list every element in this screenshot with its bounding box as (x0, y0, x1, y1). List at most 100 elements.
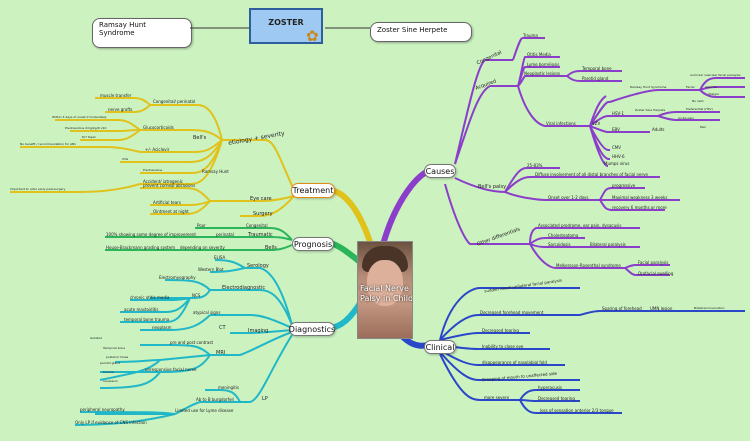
causes-facial: Facial (686, 85, 695, 89)
clinical-decreased-tearing-2: Decreased tearing (538, 396, 575, 401)
diagnostics-meningitis: meningitis (218, 385, 239, 390)
clinical-more-severe: more severe (484, 395, 510, 400)
causes-acute-pain: Acute pain (678, 116, 695, 120)
treatment-ramsay-hunt: Ramsay Hunt (202, 169, 229, 174)
causes-recovery: recovery 6 months or more (612, 205, 667, 210)
causes-hhv: HHV-6 (612, 154, 625, 159)
causes-no-rash: No rash (692, 99, 704, 103)
causes-auricular: auricular vesicles/ facial paralysis (690, 73, 741, 77)
treatment-bells: Bell's (193, 135, 207, 141)
diagnostics-atypical: atypical signs (193, 310, 221, 315)
prognosis-perinatal: perinatal (216, 232, 234, 237)
treatment-prednisolone-dose: Prednisolone 2mg/kg/D x10 (65, 126, 107, 130)
causes-bilateral-paralysis: Bilateral paralysis (590, 242, 626, 247)
prognosis-poor: Poor (197, 223, 206, 228)
causes-progressive: progressive (612, 183, 636, 188)
prognosis-congenital: Congenital (246, 223, 268, 228)
treatment-within3days: Within 3 days of onset if moderately (52, 115, 107, 119)
diagnostics-unresponsive: unresponsive facial nerve (145, 367, 197, 372)
causes-otalgia: Otalgia (708, 92, 719, 96)
diagnostics-branch[interactable]: Diagnostics (289, 322, 335, 336)
clinical-nasolabial-fold: disappearance of nasolabial fold (482, 360, 547, 365)
diagnostics-lp: LP (262, 396, 268, 402)
causes-pain: Pain (700, 125, 707, 129)
treatment-ointment: Ointment at night (153, 209, 189, 214)
treatment-artificial-tears: Artificial tears (153, 200, 181, 205)
treatment-ivig: IVIG (122, 157, 129, 161)
causes-branch[interactable]: Causes (424, 164, 456, 178)
causes-melkersson-rosenthal: Melkersson-Rosenthal syndrome (556, 263, 621, 268)
diagnostics-only-lp: Only LP if evidence of CNS infection (75, 420, 147, 425)
causes-preferential: Preferential (HSV) (686, 107, 713, 111)
causes-orofacial-swelling: Orofacial swelling (638, 271, 674, 276)
causes-temporal-bone: Temporal bone (582, 66, 612, 71)
treatment-branch[interactable]: Treatment (291, 183, 335, 198)
clinical-decreased-tearing: Decreased tearing (482, 328, 519, 333)
diagnostics-serology: Serology (247, 263, 269, 269)
causes-neoplastic: Neoplastic lesions (524, 71, 561, 76)
treatment-taper: D/? taper (82, 135, 96, 139)
treatment-nerve-grafts: nerve grafts (108, 107, 133, 112)
clinical-hyperacusis: hyperacusis (538, 385, 563, 390)
diagnostics-elisa: ELISA (214, 255, 226, 260)
causes-ramsay-hunt: Ramsay Hunt Syndrome (630, 85, 667, 89)
zoster-sine-herpete-box[interactable]: Zoster Sine Herpete (370, 22, 472, 42)
zoster-box[interactable]: ZOSTER (249, 8, 323, 44)
central-node[interactable]: Facial Nerve Palsy in Children (357, 241, 413, 339)
diagnostics-posterior-fossa: posterior fossa (106, 355, 129, 359)
causes-otitis-media: Otitis Media (527, 52, 551, 57)
clinical-branch[interactable]: Clinical (424, 340, 456, 354)
causes-cmv: CMV (612, 145, 621, 150)
treatment-muscle-transfer: muscle transfer (100, 93, 132, 98)
prognosis-house-brackmann: House-Brackmann grading system (106, 245, 175, 250)
causes-zoster-sine-herpete: Zoster Sine Herpete (635, 108, 666, 112)
causes-cholesteatoma: Cholesteatoma (548, 233, 579, 238)
treatment-aciclovir: +/- Aciclovir (145, 147, 170, 152)
prognosis-improvement: 100% showing some degree of improvement (106, 232, 196, 237)
causes-maximal-weakness: Maximal weakness 3 weeks (612, 195, 668, 200)
clinical-bilateral-innervation: Bilateral innervation (694, 306, 725, 310)
causes-facial-paralysis: Facial paralysis (638, 260, 669, 265)
causes-vzv: VZV (592, 121, 601, 126)
prognosis-branch[interactable]: Prognosis (292, 237, 334, 251)
diagnostics-trauma: trauma (103, 370, 114, 374)
causes-hsv: HSV-1 (612, 111, 625, 116)
diagnostics-temporal-bone: temporal bone trauma (124, 317, 170, 322)
causes-associated-prodrome: Associated prodrome, ear pain, dysacusis (538, 223, 622, 228)
diagnostics-limited: Limited use for Lyme disease (175, 408, 234, 413)
causes-vesicles: Vesicles (705, 85, 717, 89)
clinical-decreased-forehead: Decreased forehead movement (480, 310, 544, 315)
diagnostics-isolated: Isolated (90, 336, 102, 340)
treatment-accident: Accident/ iatrogenic (143, 179, 183, 184)
diagnostics-ab-burgdorferi: Ab to B burgdorferi (196, 397, 235, 402)
causes-trauma: Trauma (523, 33, 538, 38)
ramsay-hunt-box[interactable]: Ramsay Hunt Syndrome (92, 18, 192, 48)
treatment-prevent: prevent corneal abrasions (143, 183, 196, 188)
diagnostics-acute-mastoiditis: acute mastoiditis (124, 307, 159, 312)
clinical-inability-close-eye: Inability to close eye (482, 344, 524, 349)
treatment-surgery: Surgery (253, 211, 273, 217)
virus-icon: ✿ (306, 27, 319, 45)
diagnostics-neoplasm: neoplasm (152, 325, 172, 330)
prognosis-traumatic: Traumatic (248, 232, 273, 238)
treatment-important: Important to refer early post-surgery (10, 187, 66, 191)
diagnostics-ncs: NCS (192, 293, 201, 298)
diagnostics-temporal-bone-2: Temporal bone (103, 346, 126, 350)
clinical-sparing-forehead: Sparing of forehead (602, 306, 642, 311)
diagnostics-peripheral-neuropathy: peripheral neuropathy (80, 407, 125, 412)
diagnostics-neoplasm-2: neoplasm (103, 379, 118, 383)
diagnostics-electrodiagnostic: Electrodiagnostic (222, 285, 266, 291)
clinical-umn-lesion: UMN lesion (650, 306, 673, 311)
diagnostics-electromyography: Electromyography (159, 275, 196, 280)
prognosis-depending: depending on severity (180, 245, 225, 250)
causes-ebv: EBV (612, 127, 620, 132)
prognosis-bells: Bells (265, 245, 277, 251)
causes-bells-palsy: Bell's palsy (478, 184, 507, 190)
treatment-no-benefit: No benefit / recommendation for ABx (20, 142, 77, 146)
diagnostics-mri: MRI (216, 350, 226, 356)
central-image-face (367, 260, 403, 306)
central-title: Facial Nerve Palsy in Children (360, 284, 413, 303)
diagnostics-ct: CT (219, 325, 226, 331)
